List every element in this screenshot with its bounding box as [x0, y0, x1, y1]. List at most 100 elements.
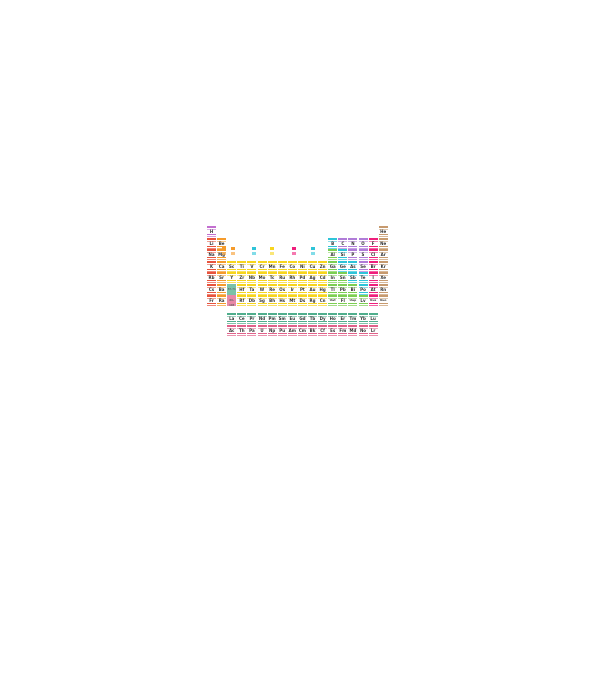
element-symbol: Ba — [218, 286, 225, 292]
element-symbol: Fm — [339, 327, 347, 333]
element-cell: Cu — [308, 260, 317, 272]
element-cell: V — [247, 260, 257, 272]
element-cell: Ce — [237, 313, 247, 324]
element-symbol: At — [370, 286, 376, 292]
legend-swatch — [292, 252, 296, 255]
element-symbol: Pm — [268, 316, 276, 321]
element-cell: Ba — [217, 283, 227, 295]
element-symbol: P — [351, 252, 355, 257]
element-symbol: Re — [269, 286, 275, 292]
element-cell: Uus — [368, 295, 378, 306]
element-symbol: Ca — [218, 263, 225, 269]
element-cell: Ca — [217, 260, 227, 272]
element-symbol: Lu — [370, 316, 376, 321]
element-cell: Re — [267, 283, 277, 295]
element-cell: Zr — [237, 272, 247, 283]
element-symbol: Cn — [319, 298, 326, 303]
element-cell: O — [358, 237, 368, 249]
element-symbol: Ne — [380, 240, 387, 246]
element-cell: Bi — [348, 283, 358, 295]
element-cell: Sb — [348, 272, 358, 283]
element-cell: C — [338, 237, 348, 249]
element-cell: Mt — [287, 295, 297, 306]
element-cell: F — [368, 237, 378, 249]
element-cell: Mg — [217, 249, 227, 260]
element-cell: W — [257, 283, 267, 295]
element-symbol: Rh — [289, 275, 296, 280]
legend-swatch — [270, 252, 274, 255]
element-symbol: Db — [248, 298, 255, 303]
element-cell: Sm — [277, 313, 287, 324]
element-symbol: Pa — [249, 327, 255, 333]
element-symbol: Gd — [299, 316, 306, 321]
element-symbol: Nb — [248, 275, 255, 280]
element-cell: Se — [358, 260, 368, 272]
element-symbol: Pt — [299, 286, 305, 292]
element-symbol: Rf — [239, 298, 245, 303]
element-symbol: Hg — [319, 286, 326, 292]
element-symbol: Mt — [289, 298, 296, 303]
element-cell: Ta — [247, 283, 257, 295]
element-symbol: U — [260, 327, 264, 333]
element-cell: Ac — [227, 324, 237, 336]
element-symbol: Te — [360, 275, 366, 280]
element-cell: Gd — [297, 313, 307, 324]
element-cell: Nd — [257, 313, 267, 324]
element-cell: 57-71 — [227, 283, 237, 295]
element-symbol: Uuo — [379, 298, 387, 302]
element-cell: Lr — [368, 324, 378, 336]
element-cell: Hf — [237, 283, 247, 295]
element-symbol: V — [250, 263, 254, 269]
element-symbol: Cf — [320, 327, 325, 333]
element-cell: U — [257, 324, 267, 336]
element-cell: In — [328, 272, 338, 283]
element-cell: No — [358, 324, 368, 336]
element-symbol: Ni — [300, 263, 305, 269]
element-cell: Ds — [297, 295, 307, 306]
element-cell: P — [348, 249, 358, 260]
element-symbol: Ra — [218, 298, 225, 303]
element-cell: Ra — [217, 295, 227, 306]
element-symbol: Cs — [208, 286, 215, 292]
element-cell: Cs — [207, 283, 216, 295]
element-symbol: Se — [360, 263, 366, 269]
element-cell: Lv — [358, 295, 368, 306]
element-cell: N — [348, 237, 358, 249]
element-symbol: Rb — [208, 275, 215, 280]
element-cell: Tb — [308, 313, 317, 324]
element-cell: Mo — [257, 272, 267, 283]
element-symbol: Ga — [329, 263, 336, 269]
element-symbol: Rn — [380, 286, 387, 292]
element-symbol: Hs — [279, 298, 286, 303]
element-symbol: Cu — [309, 263, 316, 269]
element-cell: Be — [217, 237, 227, 249]
element-cell: I — [368, 272, 378, 283]
element-cell: Tm — [348, 313, 358, 324]
element-symbol: Ar — [380, 252, 386, 257]
element-cell: Uut — [328, 295, 338, 306]
element-cell: Uuo — [378, 295, 388, 306]
legend-swatch — [252, 252, 256, 255]
element-cell: Yb — [358, 313, 368, 324]
element-symbol: Hf — [239, 286, 245, 292]
legend-swatch — [311, 247, 315, 250]
element-cell: Hg — [318, 283, 328, 295]
element-cell: Rb — [207, 272, 216, 283]
element-symbol: Ac — [228, 327, 235, 333]
element-cell: Tl — [328, 283, 338, 295]
legend-swatch — [231, 252, 235, 255]
element-cell: La — [227, 313, 237, 324]
element-symbol: Bk — [309, 327, 316, 333]
element-cell: S — [358, 249, 368, 260]
element-symbol: Zn — [319, 263, 326, 269]
element-cell: Te — [358, 272, 368, 283]
element-cell: Ir — [287, 283, 297, 295]
element-symbol: Mo — [258, 275, 266, 280]
element-symbol: Cl — [370, 252, 376, 257]
element-cell: K — [207, 260, 216, 272]
element-cell: Sc — [227, 260, 237, 272]
element-symbol: K — [209, 263, 214, 269]
element-cell: Bk — [308, 324, 317, 336]
element-symbol: Sn — [339, 275, 346, 280]
element-symbol: Au — [309, 286, 316, 292]
